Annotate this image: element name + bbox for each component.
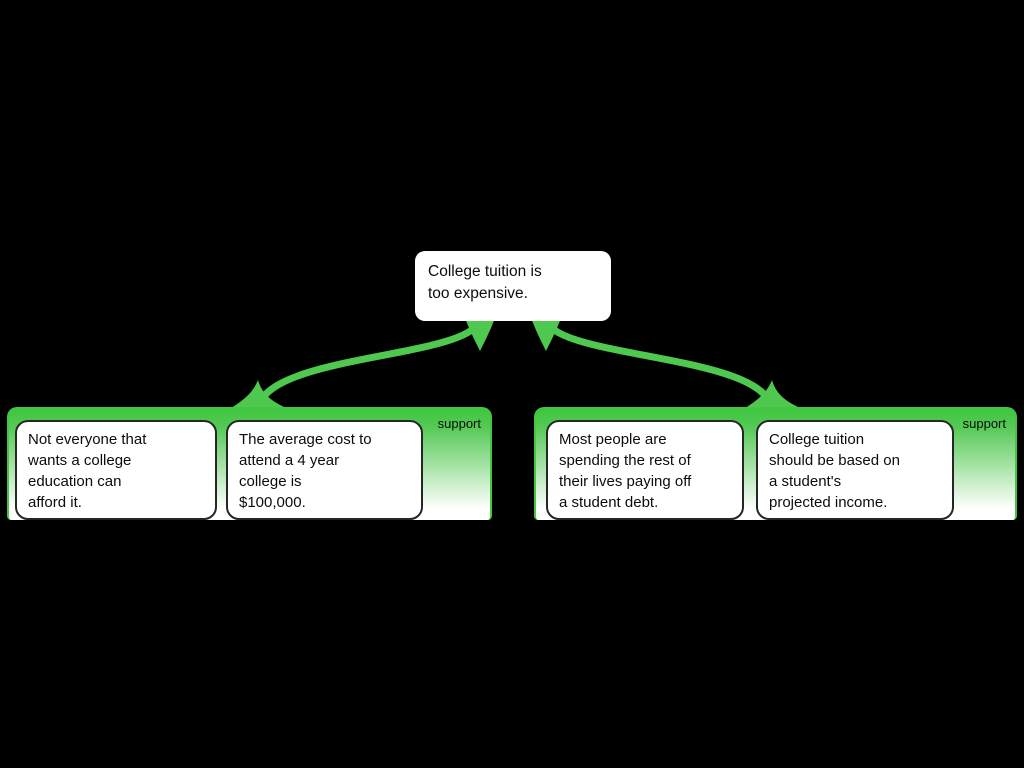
root-claim-text: College tuition is too expensive.	[428, 263, 542, 302]
claim-text: The average cost to attend a 4 year coll…	[239, 431, 372, 511]
claim-text: College tuition should be based on a stu…	[769, 431, 900, 511]
claim-node[interactable]: College tuition should be based on a stu…	[756, 420, 954, 520]
root-claim-node[interactable]: College tuition is too expensive.	[415, 251, 611, 321]
claim-node[interactable]: Not everyone that wants a college educat…	[15, 420, 217, 520]
support-label: support	[437, 416, 481, 431]
claim-node[interactable]: The average cost to attend a 4 year coll…	[226, 420, 423, 520]
link-right-root-flare	[531, 318, 561, 351]
support-group-right[interactable]: support Most people are spending the res…	[534, 407, 1017, 520]
claim-text: Most people are spending the rest of the…	[559, 431, 692, 511]
support-label: support	[962, 416, 1006, 431]
claim-node[interactable]: Most people are spending the rest of the…	[546, 420, 744, 520]
link-left-root-flare	[465, 318, 495, 351]
support-group-left[interactable]: support Not everyone that wants a colleg…	[7, 407, 492, 520]
link-right-curve	[542, 316, 776, 413]
link-left-curve	[254, 316, 484, 413]
claim-text: Not everyone that wants a college educat…	[28, 431, 147, 511]
